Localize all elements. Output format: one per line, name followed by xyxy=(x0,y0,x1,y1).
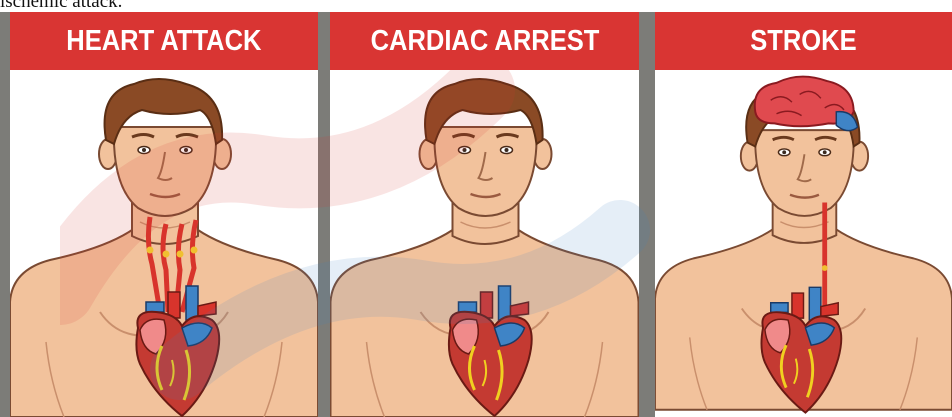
panel-title: HEART ATTACK xyxy=(66,25,261,58)
stroke-panel: STROKE xyxy=(655,12,952,417)
panel-title: CARDIAC ARREST xyxy=(370,25,599,58)
brain-icon xyxy=(755,77,858,131)
panel-title: STROKE xyxy=(750,25,856,58)
heart-attack-panel: HEART ATTACK xyxy=(10,12,318,417)
stroke-figure xyxy=(655,12,952,417)
cardiac-arrest-panel: CARDIAC ARREST xyxy=(330,12,639,417)
cardiac-arrest-header: CARDIAC ARREST xyxy=(330,12,639,70)
stroke-header: STROKE xyxy=(655,12,952,70)
heart-attack-figure xyxy=(10,12,318,417)
heart-attack-header: HEART ATTACK xyxy=(10,12,318,70)
cardiac-arrest-figure xyxy=(330,12,639,417)
